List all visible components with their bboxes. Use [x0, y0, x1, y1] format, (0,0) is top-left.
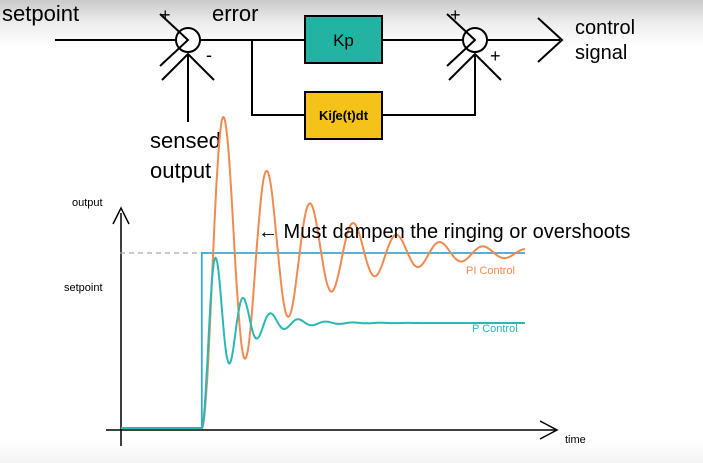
output-label: output	[150, 158, 211, 183]
reference-step-line	[121, 252, 525, 429]
sum2-plus-top-sign: +	[450, 5, 461, 25]
p-control-series-label: P Control	[472, 323, 518, 335]
setpoint-tick-label: setpoint	[64, 282, 103, 294]
integral-branch-line	[251, 40, 305, 116]
summing-junction-1	[159, 13, 201, 67]
feedback-arrowhead	[161, 52, 215, 81]
control-label: control	[575, 17, 635, 39]
pi-control-series-label: PI Control	[466, 265, 515, 277]
y-axis-arrowhead	[112, 206, 130, 225]
ki-block-label: Ki∫e(t)dt	[319, 108, 369, 123]
kp-block-label: Kp	[333, 31, 354, 50]
pi-control-series	[121, 116, 525, 429]
error-label: error	[212, 1, 258, 26]
x-axis-arrowhead	[539, 420, 559, 440]
signal-label: signal	[575, 42, 627, 64]
kp-block: Kp	[304, 15, 383, 64]
p-control-series	[121, 256, 525, 429]
x-axis-label: time	[565, 434, 586, 446]
sum1-minus-sign: -	[206, 45, 212, 65]
y-axis-label: output	[72, 197, 103, 209]
step-response-chart: output time setpoint PI Control P Contro…	[64, 116, 630, 446]
sum2-plus-bottom-sign: +	[490, 46, 501, 66]
summing-junction-2	[446, 13, 502, 81]
setpoint-label: setpoint	[2, 1, 79, 26]
ki-block: Ki∫e(t)dt	[304, 91, 383, 140]
overshoot-annotation: ← Must dampen the ringing or overshoots	[258, 221, 630, 243]
sensed-label: sensed	[150, 128, 221, 153]
control-signal-arrowhead	[537, 17, 564, 63]
sum1-plus-sign: +	[160, 5, 171, 25]
ki-output-line	[382, 55, 476, 116]
